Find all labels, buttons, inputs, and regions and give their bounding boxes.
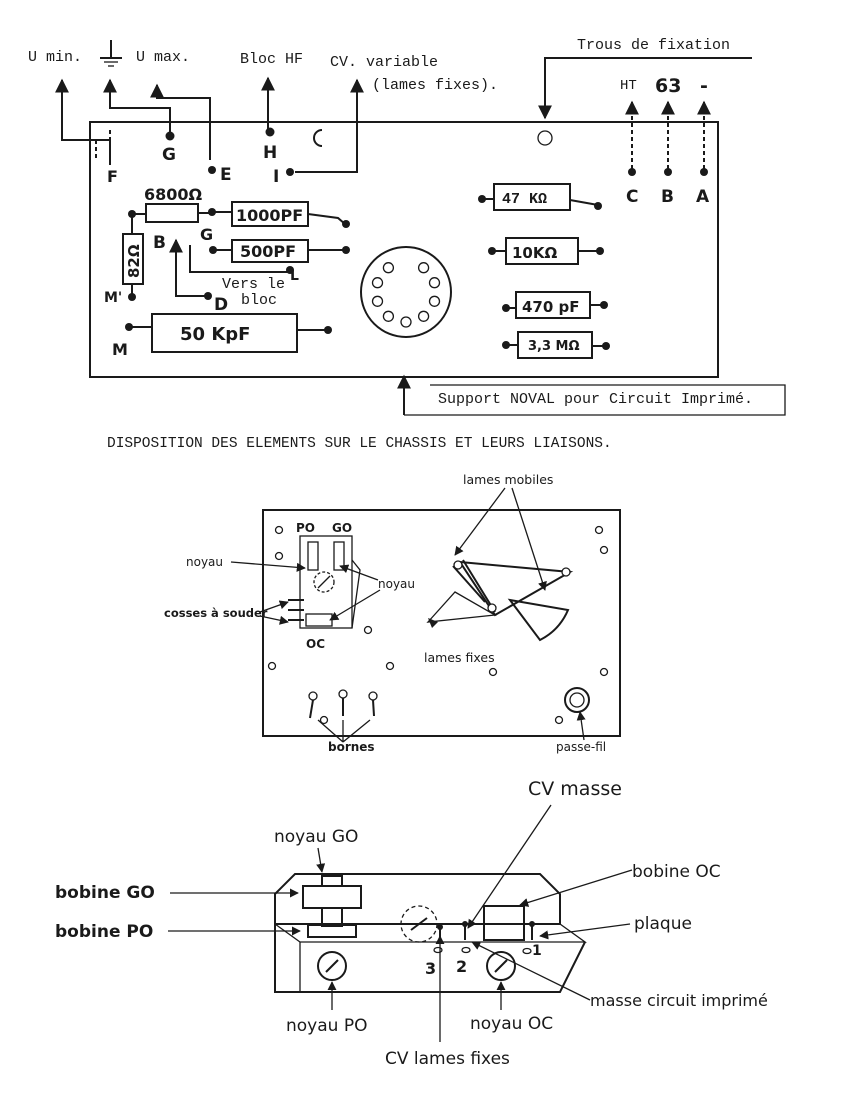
po-label: PO [296,521,315,535]
trous-lead [538,57,752,120]
top-chassis-diagram: U min. U max. Bloc HF CV. variable (lame… [28,37,786,416]
cap-50kpf [151,313,298,353]
terminal-mp: M' [104,290,122,306]
go-label: GO [332,521,352,535]
bobine-po-label: bobine PO [55,922,153,942]
passe-fil-label: passe-fil [556,740,606,754]
terminal-h: H [263,143,277,163]
noyau-oc-label: noyau OC [470,1014,553,1034]
cv-lames-fixes-label: (lames fixes). [372,77,498,94]
middle-chassis-diagram: lames mobiles lames fixes PO GO [164,472,621,754]
noval-pin [382,262,395,274]
figure-caption: DISPOSITION DES ELEMENTS SUR LE CHASSIS … [107,436,612,452]
coil-block [288,535,361,629]
terminal-c: C [626,187,638,207]
cosses-label: cosses à souder [164,606,268,620]
ground-lead [103,78,171,135]
cv-lames-fixes-bottom-label: CV lames fixes [385,1049,510,1069]
lames-mobiles-label: lames mobiles [463,472,553,487]
trimmer-outline [400,905,438,943]
fixing-hole [537,130,553,146]
pin-2-label: 2 [456,957,467,976]
c470-label: 470 pF [522,298,580,316]
bobine-go-label: bobine GO [55,883,155,903]
masse-ci-label: masse circuit imprimé [590,991,768,1010]
noyau-go-label: noyau GO [274,827,358,847]
pin-3-label: 3 [425,959,436,978]
u-max-label: U max. [136,49,190,66]
terminal-b2: B [153,233,166,253]
lames-fixes-label: lames fixes [424,650,495,665]
bornes-label: bornes [328,740,375,754]
vers-label: Vers le [222,276,285,293]
r10k-label: 10KΩ [512,244,557,262]
resistor-47k [493,183,571,211]
noyau-po-screw [317,951,347,981]
cv-masse-label: CV masse [528,778,622,800]
bloc-label: bloc [241,292,277,309]
passe-fil-grommet [564,687,590,713]
ht-63-label: 63 [655,75,681,97]
noval-pin [382,310,395,322]
cv-variable-label: CV. variable [330,54,438,71]
noval-pin [371,295,384,307]
oc-label: OC [306,637,325,651]
terminal-b: B [661,187,674,207]
noval-socket [360,246,452,338]
cap-50kpf-label: 50 KpF [180,324,250,345]
pin-1-label: 1 [532,943,542,959]
cv-variable-lead [295,78,364,173]
noval-pin [417,262,430,274]
vers-bloc-lead [169,238,208,297]
terminal-m: M [112,340,128,359]
resistor-6800 [145,203,199,223]
bobine-po-coil [307,924,357,938]
noval-pin [417,310,430,322]
noyau-oc-screw [486,951,516,981]
noval-pin [428,277,441,289]
terminal-g2: G [200,225,213,244]
bobine-oc-coil [483,905,525,941]
middle-chassis-outline [262,509,621,737]
terminal-d: D [214,295,228,315]
support-noval-label: Support NOVAL pour Circuit Imprimé. [438,391,753,408]
noval-pin [428,295,441,307]
terminal-i: I [273,167,279,187]
fixing-hole-c [313,129,323,147]
bobine-go-coil [302,885,362,909]
noyau-po-label: noyau PO [286,1016,367,1036]
bornes-terminals [308,689,378,719]
r33m-label: 3,3 MΩ [528,339,580,354]
ground-icon [100,40,122,67]
noyau-right-label: noyau [378,577,415,591]
terminal-f: F [107,167,118,186]
cap-500pf-label: 500PF [240,242,296,261]
noval-pin [371,277,384,289]
noval-pin [400,316,412,328]
bloc-hf-label: Bloc HF [240,51,303,68]
terminal-e: E [220,165,232,185]
terminal-l: L [290,268,299,284]
r82-label: 82Ω [125,244,143,278]
bottom-coil-diagram: CV masse noyau GO bobine OC bobine GO bo… [55,778,768,1069]
trous-fixation-label: Trous de fixation [577,37,730,54]
r47k-label: 47 KΩ [502,191,547,208]
ht-label: HT [620,78,637,94]
ht-minus-label: - [700,75,708,97]
variable-capacitor [426,559,574,642]
u-min-label: U min. [28,49,82,66]
cap-1000pf-label: 1000PF [236,206,303,225]
terminal-g: G [162,145,176,165]
r6800-label: 6800Ω [144,185,203,204]
noval-pins [371,262,441,328]
bobine-oc-label: bobine OC [632,862,721,882]
plaque-label: plaque [634,914,692,934]
terminal-a: A [696,187,710,207]
noyau-left-label: noyau [186,555,223,569]
